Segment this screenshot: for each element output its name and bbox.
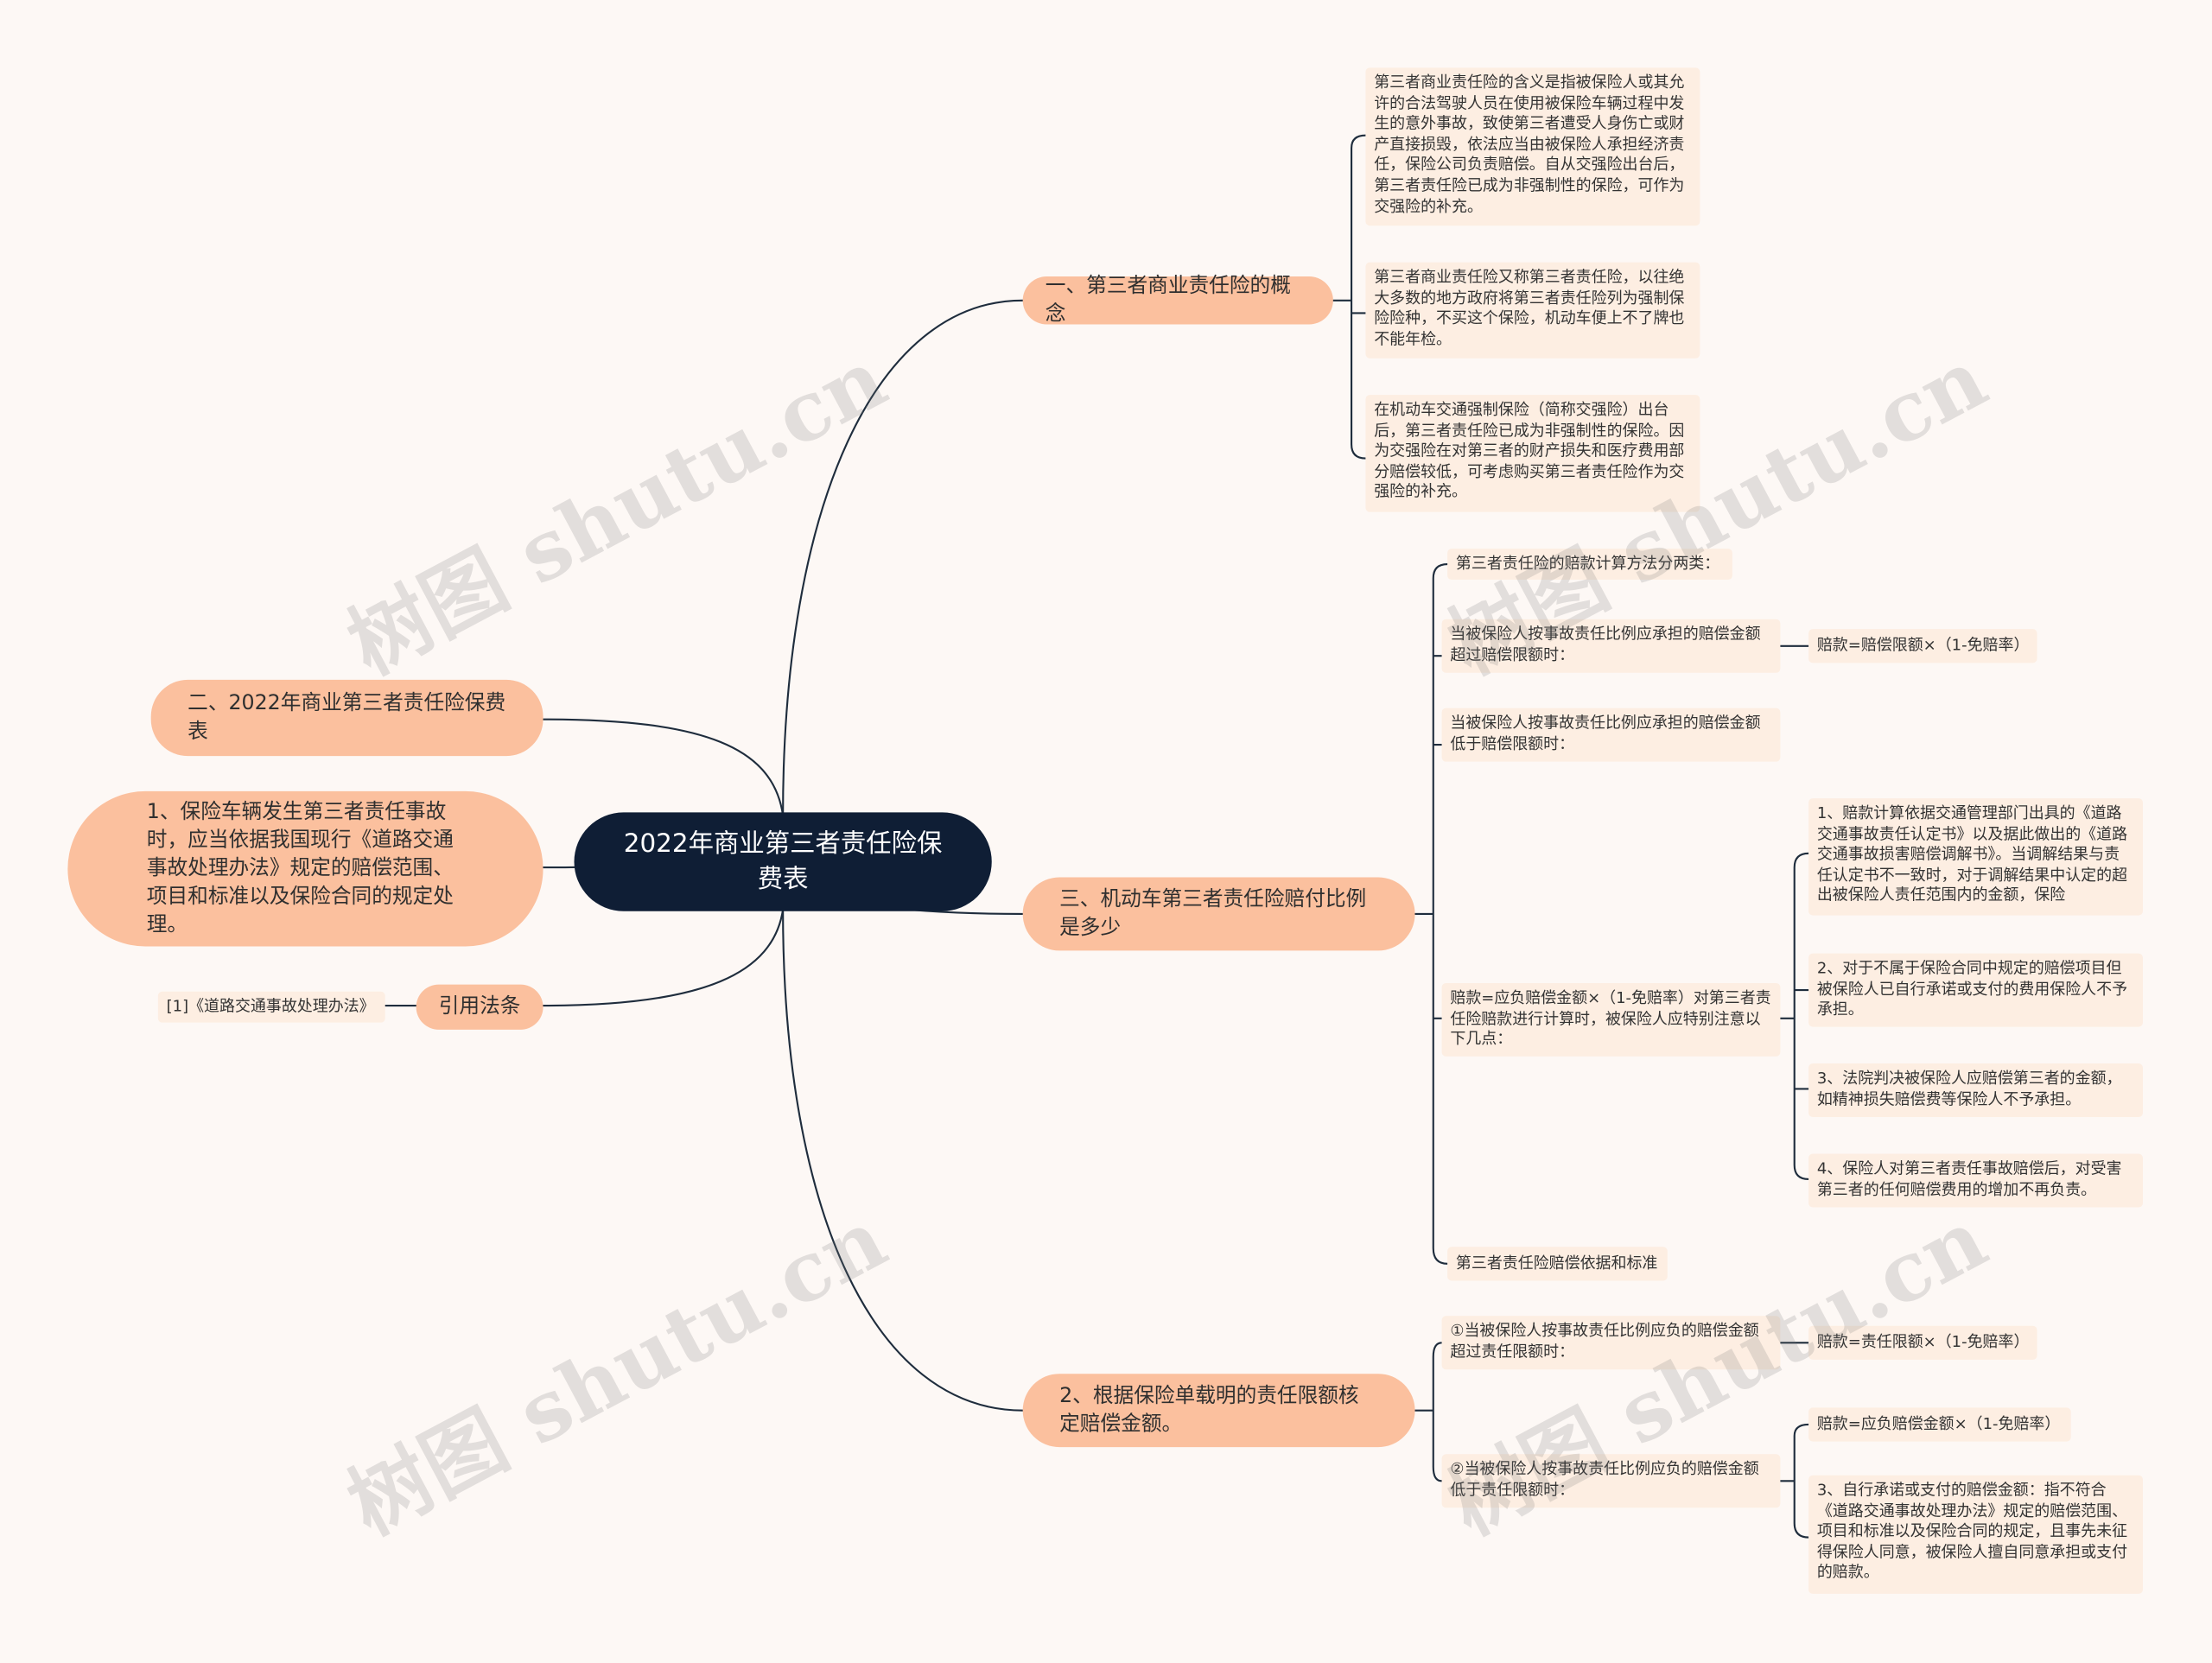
ratio-over-text: 当被保险人按事故责任比例应承担的赔偿金额超过赔偿限额时： — [1450, 625, 1761, 664]
link-ratio-bracket — [1414, 562, 1449, 1265]
concept-label: 一、第三者商业责任险的概念 — [1045, 275, 1291, 327]
ratio-point-1[interactable]: 1、赔款计算依据交通管理部门出具的《道路交通事故责任认定书》以及据此做出的《道路… — [1808, 798, 2143, 916]
concept-leaf-3[interactable]: 在机动车交通强制保险（简称交强险）出台后，第三者责任险已成为非强制性的保险。因为… — [1365, 395, 1700, 512]
limit-case-2-note-text: 3、自行承诺或支付的赔偿金额：指不符合《道路交通事故处理办法》规定的赔偿范围、项… — [1816, 1481, 2128, 1582]
link-root-citation — [542, 908, 785, 1007]
ratio-basis[interactable]: 第三者责任险赔偿依据和标准 — [1447, 1247, 1668, 1281]
ratio-formula-text: 赔款=应负赔偿金额×（1-免赔率）对第三者责任险赔款进行计算时，被保险人应特别注… — [1450, 988, 1771, 1049]
ratio-over[interactable]: 当被保险人按事故责任比例应承担的赔偿金额超过赔偿限额时： — [1441, 619, 1781, 673]
concept-leaf-2-text: 第三者商业责任险又称第三者责任险，以往绝大多数的地方政府将第三者责任险列为强制保… — [1374, 268, 1685, 348]
limit-case-2-formula[interactable]: 赔款=应负赔偿金额×（1-免赔率） — [1808, 1407, 2071, 1442]
ratio-point-3[interactable]: 3、法院判决被保险人应赔偿第三者的金额，如精神损失赔偿费等保险人不予承担。 — [1808, 1063, 2143, 1118]
concept-node[interactable]: 一、第三者商业责任险的概念 — [1022, 275, 1333, 326]
citation-ref-label: [1]《道路交通事故处理办法》 — [166, 996, 375, 1016]
ratio-point-4-text: 4、保险人对第三者责任事故赔偿后，对受害第三者的任何赔偿费用的增加不再负责。 — [1816, 1159, 2122, 1199]
ratio-point-2-text: 2、对于不属于保险合同中规定的赔偿项目但被保险人已自行承诺或支付的费用保险人不予… — [1816, 959, 2128, 1019]
premium-table-label: 二、2022年商业第三者责任险保费表 — [188, 692, 506, 744]
root-node[interactable]: 2022年商业第三者责任险保费表 — [574, 812, 992, 911]
ratio-basis-text: 第三者责任险赔偿依据和标准 — [1455, 1253, 1658, 1273]
limit-case-2-note[interactable]: 3、自行承诺或支付的赔偿金额：指不符合《道路交通事故处理办法》规定的赔偿范围、项… — [1808, 1475, 2143, 1594]
citation-ref[interactable]: [1]《道路交通事故处理办法》 — [157, 991, 385, 1023]
ratio-point-4[interactable]: 4、保险人对第三者责任事故赔偿后，对受害第三者的任何赔偿费用的增加不再负责。 — [1808, 1153, 2143, 1208]
premium-table-node[interactable]: 二、2022年商业第三者责任险保费表 — [150, 679, 543, 757]
ratio-over-formula-text: 赔款=赔偿限额×（1-免赔率） — [1816, 635, 2030, 655]
limit-case-1-text: ①当被保险人按事故责任比例应负的赔偿金额超过责任限额时： — [1450, 1321, 1759, 1361]
item1-label: 1、保险车辆发生第三者责任事故时，应当依据我国现行《道路交通事故处理办法》规定的… — [146, 801, 454, 937]
limit-case-1-formula[interactable]: 赔款=责任限额×（1-免赔率） — [1808, 1325, 2037, 1360]
citation-label: 引用法条 — [438, 995, 521, 1019]
link-points-bracket — [1779, 852, 1810, 1180]
ratio-point-3-text: 3、法院判决被保险人应赔偿第三者的金额，如精神损失赔偿费等保险人不予承担。 — [1816, 1069, 2122, 1108]
ratio-under-text: 当被保险人按事故责任比例应承担的赔偿金额低于赔偿限额时： — [1450, 714, 1761, 753]
root-label: 2022年商业第三者责任险保费表 — [623, 828, 943, 895]
ratio-label: 三、机动车第三者责任险赔付比例是多少 — [1059, 888, 1367, 940]
item1-node[interactable]: 1、保险车辆发生第三者责任事故时，应当依据我国现行《道路交通事故处理办法》规定的… — [67, 790, 543, 947]
ratio-node[interactable]: 三、机动车第三者责任险赔付比例是多少 — [1022, 877, 1415, 951]
limit-case-2-text: ②当被保险人按事故责任比例应负的赔偿金额低于责任限额时： — [1450, 1459, 1759, 1499]
ratio-formula[interactable]: 赔款=应负赔偿金额×（1-免赔率）对第三者责任险赔款进行计算时，被保险人应特别注… — [1441, 982, 1781, 1057]
limit-node[interactable]: 2、根据保险单载明的责任限额核定赔偿金额。 — [1022, 1374, 1415, 1448]
limit-case-2[interactable]: ②当被保险人按事故责任比例应负的赔偿金额低于责任限额时： — [1441, 1454, 1781, 1508]
citation-node[interactable]: 引用法条 — [416, 984, 543, 1030]
link-concept-bracket — [1332, 134, 1367, 460]
ratio-point-2[interactable]: 2、对于不属于保险合同中规定的赔偿项目但被保险人已自行承诺或支付的费用保险人不予… — [1808, 953, 2143, 1027]
concept-leaf-2[interactable]: 第三者商业责任险又称第三者责任险，以往绝大多数的地方政府将第三者责任险列为强制保… — [1365, 262, 1700, 359]
concept-leaf-1-text: 第三者商业责任险的含义是指被保险人或其允许的合法驾驶人员在使用被保险车辆过程中发… — [1374, 73, 1685, 216]
ratio-methods[interactable]: 第三者责任险的赔款计算方法分两类： — [1447, 549, 1732, 581]
limit-label: 2、根据保险单载明的责任限额核定赔偿金额。 — [1059, 1385, 1359, 1437]
link-root-concept — [782, 299, 1024, 816]
ratio-under[interactable]: 当被保险人按事故责任比例应承担的赔偿金额低于赔偿限额时： — [1441, 708, 1781, 762]
limit-case-1[interactable]: ①当被保险人按事故责任比例应负的赔偿金额超过责任限额时： — [1441, 1316, 1781, 1370]
link-root-premium — [542, 718, 785, 816]
ratio-methods-text: 第三者责任险的赔款计算方法分两类： — [1455, 554, 1720, 573]
limit-case-1-formula-text: 赔款=责任限额×（1-免赔率） — [1816, 1332, 2030, 1351]
ratio-over-formula[interactable]: 赔款=赔偿限额×（1-免赔率） — [1808, 629, 2037, 663]
link-limit-bracket — [1414, 1342, 1443, 1482]
link-root-limit — [782, 908, 1024, 1412]
ratio-point-1-text: 1、赔款计算依据交通管理部门出具的《道路交通事故责任认定书》以及据此做出的《道路… — [1816, 803, 2128, 905]
link-case2-bracket — [1779, 1423, 1810, 1539]
concept-leaf-1[interactable]: 第三者商业责任险的含义是指被保险人或其允许的合法驾驶人员在使用被保险车辆过程中发… — [1365, 67, 1700, 226]
concept-leaf-3-text: 在机动车交通强制保险（简称交强险）出台后，第三者责任险已成为非强制性的保险。因为… — [1374, 400, 1685, 502]
limit-case-2-formula-text: 赔款=应负赔偿金额×（1-免赔率） — [1816, 1414, 2061, 1433]
